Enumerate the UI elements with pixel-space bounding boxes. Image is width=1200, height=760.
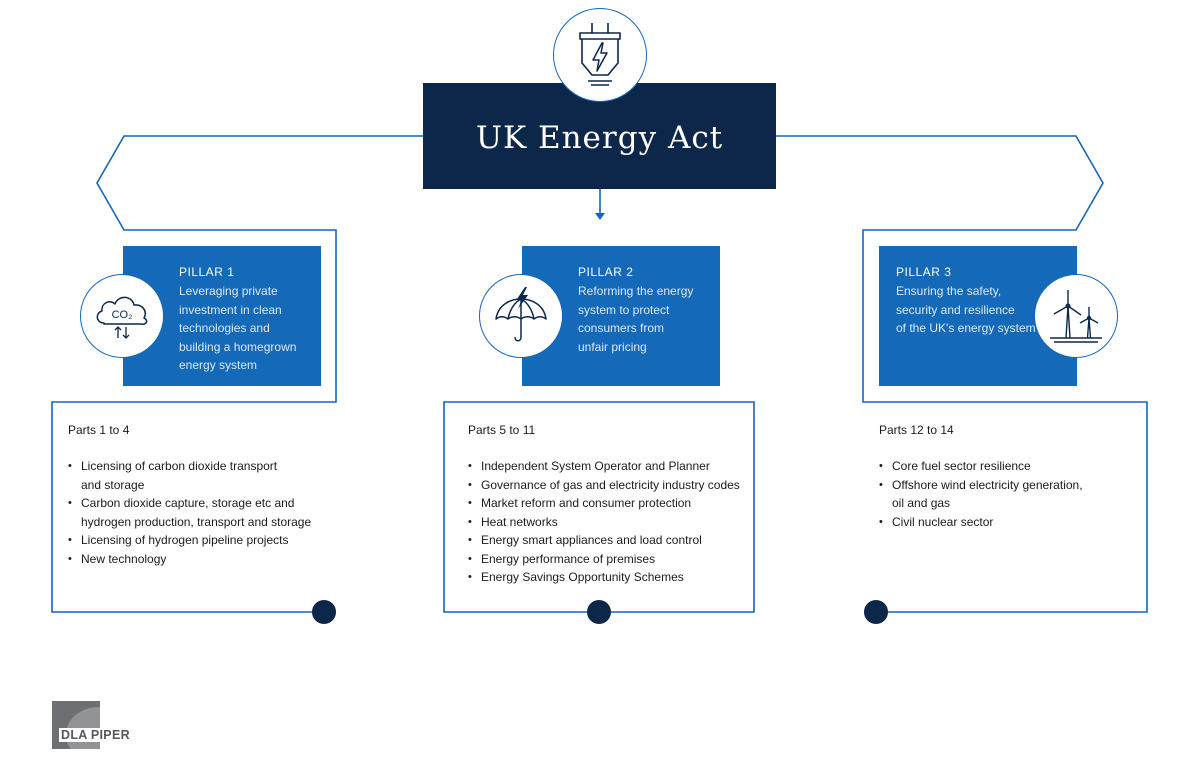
pillar-1-parts-title: Parts 1 to 4	[68, 423, 130, 437]
center-arrow-head	[595, 213, 605, 220]
list-item: Licensing of hydrogen pipeline projects	[68, 531, 330, 550]
list-item: Market reform and consumer protection	[468, 494, 748, 513]
dla-piper-logo: DLA PIPER	[52, 701, 152, 749]
center-box-outline	[443, 401, 755, 613]
pillar-3-parts: Parts 12 to 14 Core fuel sector resilien…	[879, 423, 1141, 531]
pillar-1-end-dot	[312, 600, 336, 624]
list-item: Governance of gas and electricity indust…	[468, 476, 748, 495]
list-item: Independent System Operator and Planner	[468, 457, 748, 476]
pillar-2-description: Reforming the energy system to protect c…	[578, 284, 694, 354]
list-item: Energy Savings Opportunity Schemes	[468, 568, 748, 587]
list-item: Core fuel sector resilience	[879, 457, 1141, 476]
pillar-3-end-dot	[864, 600, 888, 624]
list-item: Carbon dioxide capture, storage etc andh…	[68, 494, 330, 531]
list-item: Licensing of carbon dioxide transportand…	[68, 457, 330, 494]
pillar-3-list: Core fuel sector resilience Offshore win…	[879, 457, 1141, 531]
list-item: Heat networks	[468, 513, 748, 532]
umbrella-lightning-icon	[495, 287, 547, 342]
pillar-2-end-dot	[587, 600, 611, 624]
pillar-3-parts-title: Parts 12 to 14	[879, 423, 954, 437]
pillar-2-parts: Parts 5 to 11 Independent System Operato…	[468, 423, 748, 587]
logo-text: DLA PIPER	[59, 728, 132, 742]
wind-turbines-icon	[1050, 290, 1102, 343]
pillar-3-description: Ensuring the safety, security and resili…	[896, 284, 1036, 335]
page-title: UK Energy Act	[475, 120, 724, 156]
list-item: Energy performance of premises	[468, 550, 748, 569]
pillar-3-icon-circle	[1034, 274, 1118, 358]
pillar-2-parts-title: Parts 5 to 11	[468, 423, 536, 437]
plug-icon-circle	[553, 8, 647, 102]
co2-cloud-icon: CO₂	[96, 296, 148, 339]
list-item: Civil nuclear sector	[879, 513, 1141, 532]
right-connector	[776, 135, 1148, 613]
pillar-1-list: Licensing of carbon dioxide transportand…	[68, 457, 330, 568]
pillar-1-parts: Parts 1 to 4 Licensing of carbon dioxide…	[68, 423, 330, 568]
list-item: New technology	[68, 550, 330, 569]
pillar-1-description: Leveraging private investment in clean t…	[179, 284, 297, 372]
pillar-1-label: PILLAR 1	[179, 265, 235, 279]
pillar-1-card: PILLAR 1 Leveraging private investment i…	[123, 246, 321, 386]
list-item: Offshore wind electricity generation,oil…	[879, 476, 1141, 513]
pillar-2-list: Independent System Operator and Planner …	[468, 457, 748, 587]
left-connector	[51, 135, 423, 613]
pillar-2-label: PILLAR 2	[578, 265, 634, 279]
pillar-2-icon-circle	[479, 274, 563, 358]
plug-lightning-icon	[579, 23, 621, 86]
pillar-3-label: PILLAR 3	[896, 265, 952, 279]
co2-icon-text: CO₂	[112, 309, 133, 321]
pillar-1-icon-circle: CO₂	[80, 274, 164, 358]
list-item: Energy smart appliances and load control	[468, 531, 748, 550]
